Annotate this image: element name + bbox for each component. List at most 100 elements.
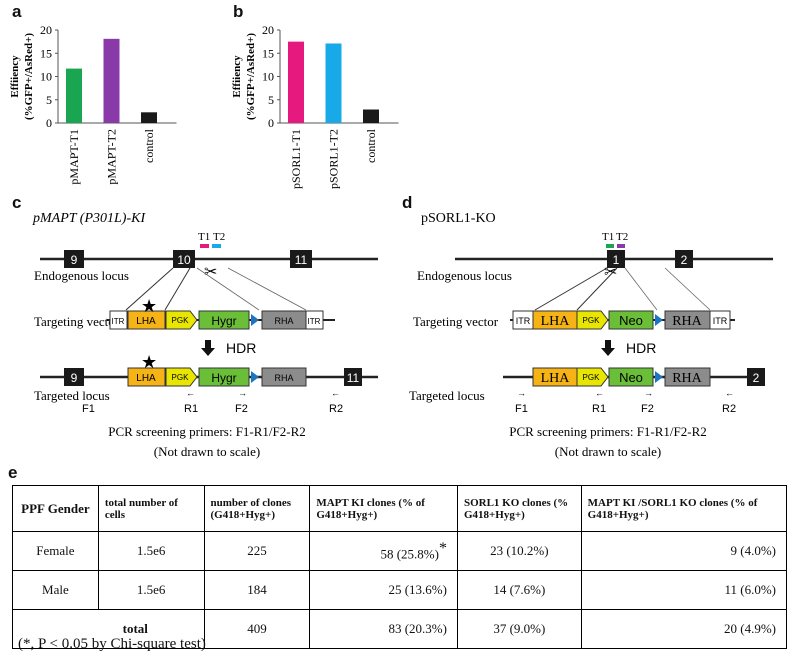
pgk-targeted-label: PGK [172,373,190,382]
panel-d-label: d [402,193,413,212]
rha-box-targeted [261,367,307,387]
chart-b-ytick-label: 0 [268,116,274,130]
table-cell: Male [12,570,99,610]
chart-b-bar-1 [288,41,304,123]
table-row: Male 1.5e6 184 25 (13.6%) 14 (7.6%) 11 (… [12,570,787,610]
table-footnote: (*, P < 0.05 by Chi-square test) [18,636,206,652]
neo-box [608,310,654,330]
table-cell: 225 [203,531,311,571]
lha-targeted-label: LHA [136,373,156,384]
chart-a-category-label: control [142,128,156,163]
primer-r1: R1 [592,403,606,415]
table-header-cell: number of clones (G418+Hyg+) [203,485,311,532]
chart-a-bar-2 [103,38,120,123]
table-cell: 20 (4.9%) [580,609,787,649]
chart-b: Effiiency(%GFP+/AsRed+)05101520pSORL1-T1… [231,23,399,189]
rha-label: RHA [672,314,702,329]
table-header-cell: SORL1 KO clones (% G418+Hyg+) [456,485,582,532]
hygr-targeted-label: Hygr [211,371,236,385]
chart-b-ylabel: Effiiency [231,55,243,98]
hygr-label: Hygr [211,314,236,328]
exon-9-label: 9 [71,253,78,267]
targeted-locus-label: Targeted locus [34,388,110,403]
panel-b-label: b [233,2,244,21]
primer-r2: R2 [329,403,343,415]
chart-a-ylabel: Effiiency [9,55,21,98]
endogenous-locus-label: Endogenous locus [34,268,129,283]
loxp-arrow [655,371,663,383]
loxp-arrow [655,314,663,326]
hdr-arrow-icon [201,340,215,356]
itr-left-label: ITR [112,317,125,326]
chart-b-ytick-label: 10 [262,70,274,84]
primer-r2: R2 [722,403,736,415]
rha-targeted-label: RHA [672,371,702,386]
guide-t2-mark [212,244,221,248]
panel-d-diagram: pSORL1-KO T1 T2 1 2 ✂ Endogenous locus T… [409,211,773,459]
table-cell: 14 (7.6%) [456,570,582,610]
neo-label: Neo [619,313,643,328]
neo-targeted-label: Neo [619,370,643,385]
primer-f2: F2 [641,403,654,415]
primer-f2: F2 [235,403,248,415]
homology-line [164,267,191,311]
homology-line [534,267,608,311]
chart-b-ylabel-units: (%GFP+/AsRed+) [245,33,257,120]
chart-a-bar-1 [66,68,82,123]
table-header-cell: PPF Gender [12,485,99,532]
homology-line [125,267,174,311]
chart-a-ytick-label: 0 [46,116,52,130]
chart-a-ytick-label: 15 [40,46,52,60]
lha-targeted-label: LHA [541,371,571,386]
exon-2-targeted-label: 2 [753,371,760,385]
exon-1-label: 1 [613,253,620,267]
primer-f1: F1 [82,403,95,415]
panel-c-diagram: pMAPT (P301L)-KI T1 T2 9 10 11 ✂ Endogen… [32,211,378,459]
guide-t2-mark [617,244,625,248]
primer-arrow-icon: → [238,388,247,398]
panel-c-scale-note: (Not drawn to scale) [154,444,261,459]
lha-label: LHA [541,314,571,329]
table-cell: 409 [203,609,311,649]
loxp-arrow [251,371,259,383]
chart-a-bar-3 [141,112,157,123]
chart-a-category-label: pMAPT-T1 [67,129,81,185]
chart-b-category-label: pSORL1-T1 [289,129,303,189]
itr-right-label: ITR [713,316,728,326]
table-cell: Female [12,531,99,571]
table-cell: 25 (13.6%) [309,570,458,610]
chart-a-ytick-label: 20 [40,23,52,37]
pgk-label: PGK [172,316,190,325]
guide-t2-label: T2 [616,231,628,243]
lha-label: LHA [136,316,156,327]
lha-box [127,310,166,330]
scissors-icon: ✂ [204,264,217,281]
panel-c-title: pMAPT (P301L)-KI [32,211,146,226]
rha-targeted-label: RHA [274,373,293,383]
guide-t1-label: T1 [602,231,614,243]
chart-b-category-label: pSORL1-T2 [327,129,341,189]
rha-label: RHA [274,316,293,326]
exon-10 [173,250,195,268]
lha-box-targeted [127,367,166,387]
pgk-promoter [165,310,198,330]
loxp-arrow [251,314,259,326]
chart-a-ylabel-units: (%GFP+/AsRed+) [23,33,35,120]
panel-d-title: pSORL1-KO [421,211,496,226]
table-cell: 58 (25.8%)* [309,531,458,571]
guide-t2-label: T2 [213,231,225,243]
hdr-label: HDR [226,340,256,356]
exon-2 [675,250,693,268]
homology-line [227,267,307,311]
pgk-promoter-targeted [165,367,198,387]
homology-line [576,267,618,311]
panel-c-caption: PCR screening primers: F1-R1/F2-R2 [108,424,306,439]
exon-9-targeted-label: 9 [71,371,78,385]
panel-a-label: a [12,2,22,21]
pgk-label: PGK [583,316,601,325]
guide-t1-mark [200,244,209,248]
hygr-box [198,310,250,330]
panel-d-scale-note: (Not drawn to scale) [555,444,662,459]
hygr-box-targeted [198,367,250,387]
